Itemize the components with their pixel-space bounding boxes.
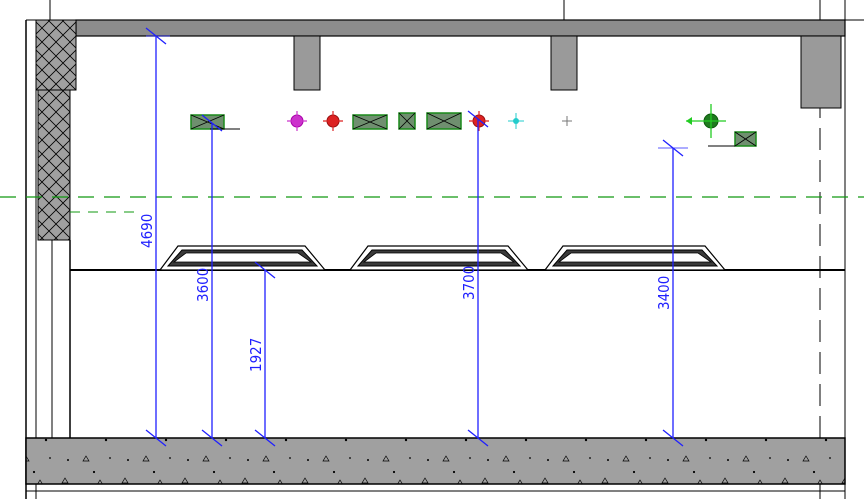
luminaire-1 [158, 245, 327, 271]
red-crosshair-icon [323, 111, 343, 131]
dim-label-1927: 1927 [247, 338, 265, 372]
ceiling-slab [75, 19, 846, 37]
dim-label-3700: 3700 [460, 266, 478, 300]
cyan-crosshair-icon [508, 113, 524, 129]
luminaires [158, 245, 727, 271]
junction-box-icon [708, 131, 757, 147]
magenta-crosshair-icon [287, 111, 307, 131]
green-crosshair-icon [686, 104, 726, 138]
dimension-labels: 4690 3600 1927 3700 3400 [138, 214, 673, 372]
left-wall [35, 19, 77, 438]
beam-1 [293, 35, 321, 91]
luminaire-2 [348, 245, 530, 271]
ceiling-beams [293, 35, 842, 109]
beam-3 [800, 35, 842, 109]
dim-label-3600: 3600 [194, 268, 212, 302]
beam-2 [550, 35, 578, 91]
dimension-lines [145, 27, 688, 447]
floor-slab [25, 437, 846, 492]
dim-label-4690: 4690 [138, 214, 156, 248]
luminaire-3 [543, 245, 727, 271]
junction-box-icon [352, 114, 388, 130]
junction-box-icon [190, 114, 240, 130]
junction-box-icon [426, 112, 462, 130]
dim-label-3400: 3400 [655, 276, 673, 310]
junction-box-icon [398, 112, 416, 130]
device-symbols [190, 104, 757, 147]
small-crosshair-icon [562, 116, 572, 126]
